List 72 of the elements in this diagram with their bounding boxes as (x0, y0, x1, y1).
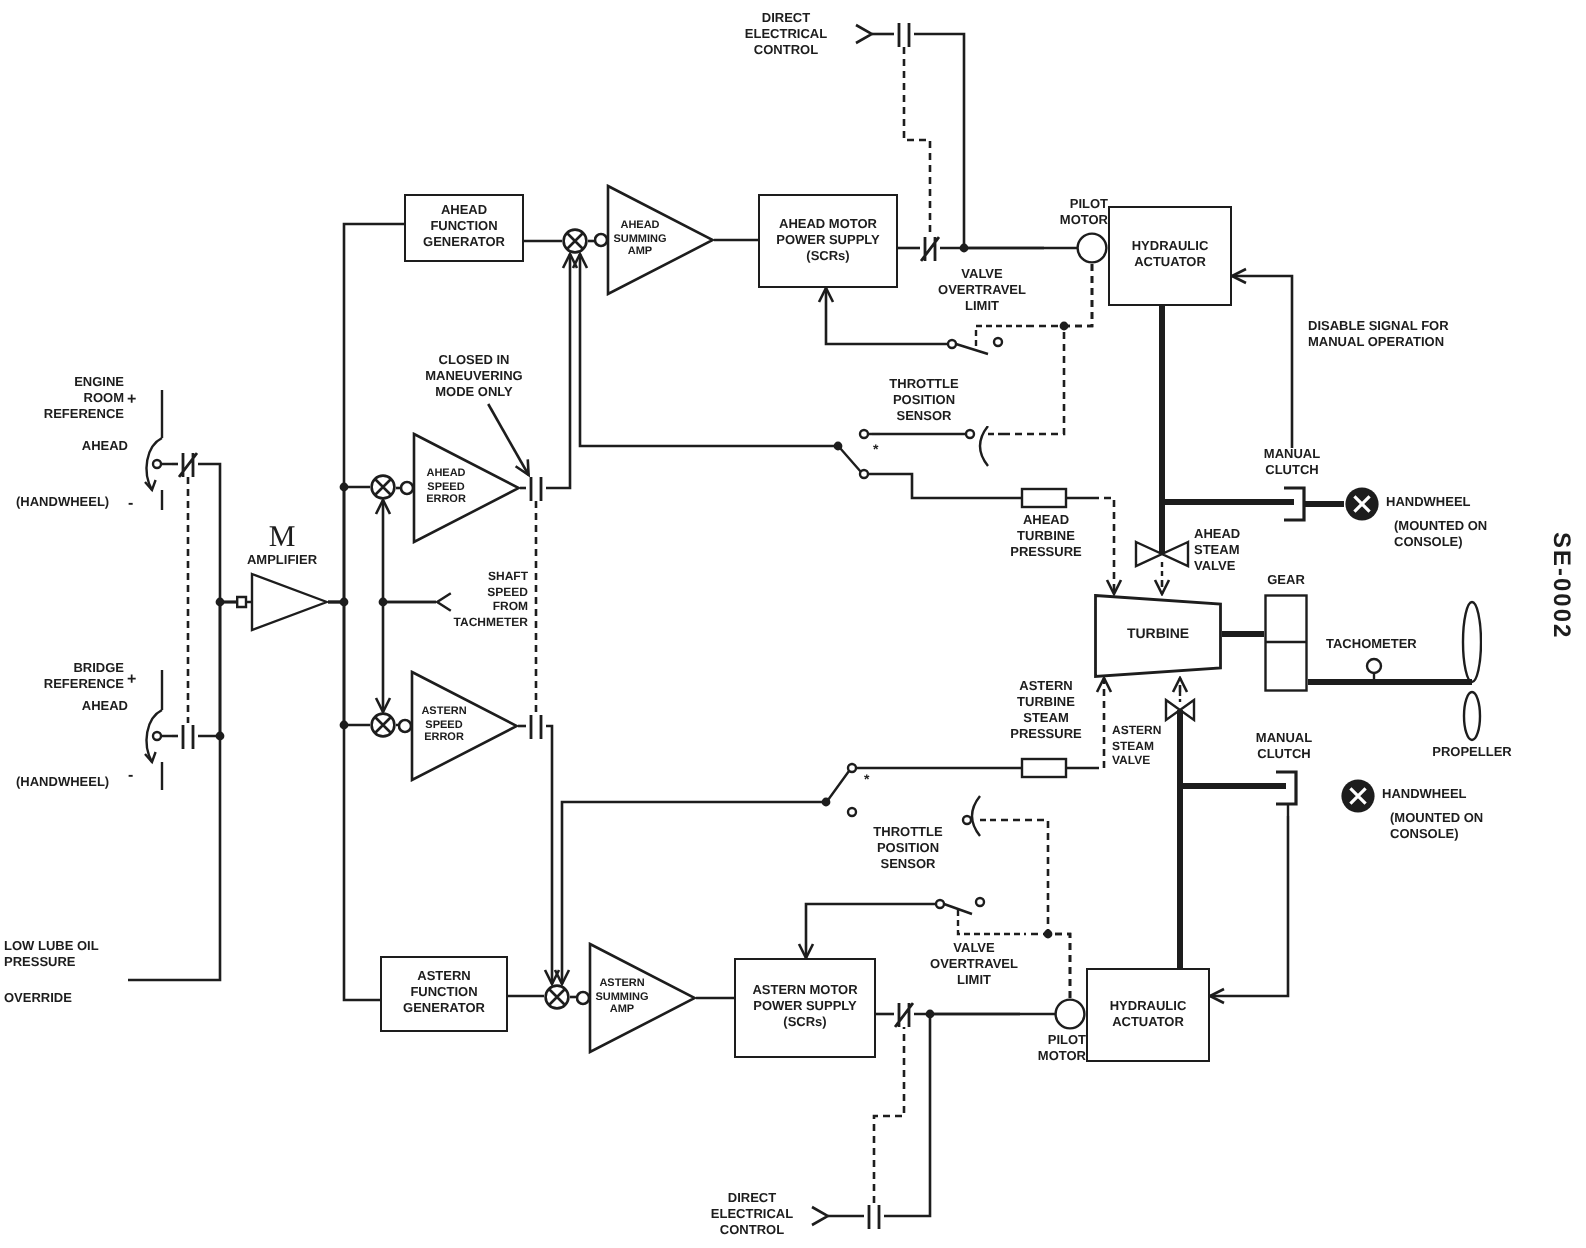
signal-line (714, 238, 758, 242)
signal-line (395, 723, 399, 727)
relay-contact-icon (920, 235, 940, 261)
dashed-connector (996, 818, 1072, 998)
signal-line (571, 252, 832, 448)
dashed-connector (1153, 578, 1171, 596)
signal-line (1208, 816, 1290, 1005)
signal-line (508, 994, 544, 998)
summing-junction-icon (562, 228, 588, 254)
signal-line (872, 472, 1000, 500)
summing-junction-icon (370, 712, 396, 738)
polarity-sign: - (128, 496, 134, 512)
signal-line (128, 600, 236, 982)
signal-line (543, 724, 561, 986)
summing-junction-icon (544, 984, 570, 1010)
signal-line (553, 800, 820, 986)
relay-contact-icon (894, 1001, 914, 1027)
polarity-sign: + (127, 672, 137, 688)
signal-line (898, 246, 920, 250)
signal-line (860, 766, 1000, 770)
selector-switch-icon (820, 758, 860, 818)
process-box (1108, 206, 1232, 306)
relay-contact-icon (864, 1203, 884, 1229)
dashed-connector (1171, 676, 1189, 694)
signal-line (854, 23, 894, 45)
signal-line (588, 239, 594, 243)
relay-contact-icon (526, 475, 546, 501)
signal-line (696, 996, 734, 1000)
signal-line (487, 403, 530, 477)
signal-line (518, 724, 526, 728)
relay-contact-icon (178, 451, 198, 477)
dashed-connector (872, 1027, 906, 1203)
process-box (734, 958, 876, 1058)
signal-line (546, 252, 579, 490)
process-box (404, 194, 524, 262)
polarity-sign: + (127, 392, 137, 408)
signal-line (872, 432, 880, 436)
polarity-sign: - (128, 768, 134, 784)
process-box (758, 194, 898, 288)
signal-line (396, 486, 400, 490)
signal-line (520, 486, 526, 490)
dashed-connector (1004, 264, 1094, 436)
signal-line (914, 32, 1044, 250)
signal-line (374, 600, 436, 714)
summing-junction-icon (370, 474, 396, 500)
signal-line (570, 995, 576, 999)
figure-number: SE-0002 (1548, 532, 1576, 640)
relay-contact-icon (894, 21, 914, 47)
signal-line (884, 1012, 1020, 1218)
signal-line (1230, 267, 1294, 448)
shaft-linkage (1308, 679, 1428, 685)
dashed-connector (902, 47, 932, 235)
signal-line (524, 239, 562, 243)
dashed-connector (1092, 496, 1123, 596)
process-box (1086, 968, 1210, 1062)
relay-contact-icon (526, 713, 546, 739)
shaft-linkage (1222, 631, 1264, 637)
signal-line (817, 286, 932, 346)
dashed-connector (1092, 676, 1113, 770)
component-label: M (266, 524, 298, 554)
dashed-connector (186, 477, 190, 723)
process-box (380, 956, 508, 1032)
shaft-linkage (1328, 501, 1344, 507)
shaft-linkage (1177, 776, 1248, 789)
signal-line (810, 1205, 864, 1227)
signal-line (172, 734, 178, 738)
signal-line (797, 902, 924, 960)
shaft-linkage (1159, 499, 1256, 528)
relay-contact-icon (178, 723, 198, 749)
dashed-connector (534, 501, 538, 713)
signal-line (328, 600, 380, 1002)
signal-line (172, 462, 178, 466)
